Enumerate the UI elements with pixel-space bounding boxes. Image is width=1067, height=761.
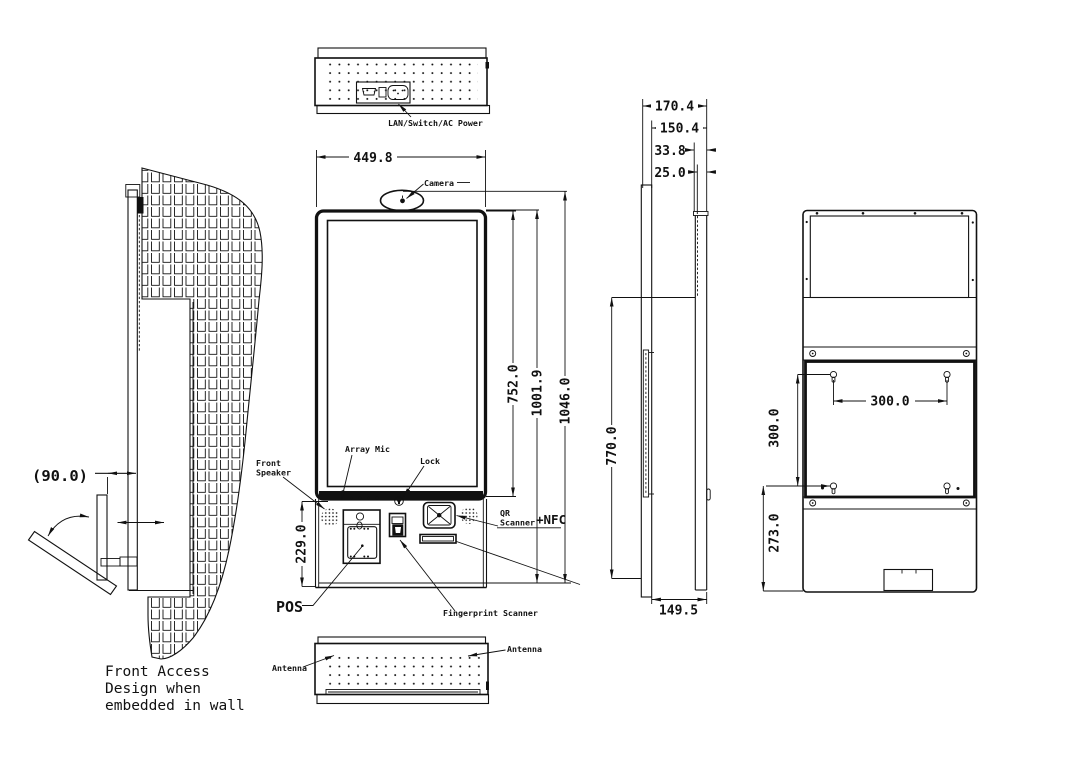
io-panel [355,81,411,104]
wall-section-view: (90.0) Front Access Design when embedded… [27,167,263,714]
camera-icon [400,198,405,204]
display-area [326,219,478,488]
speaker-grille-right-icon [460,507,478,524]
fingerprint-label: Fingerprint Scanner [443,608,538,618]
speaker-grille-left-icon [321,508,339,527]
array-mic-icon [350,496,379,500]
card-slot-icon [419,533,457,544]
swing-arrow-icon [47,513,90,537]
total-height-dim: 1046.0 [559,377,574,424]
qr-scanner-icon [422,501,456,529]
back-inner-dim: 25.0 [654,166,685,181]
door-swing-dim-text: (90.0) [32,467,88,485]
depth-total-dim: 170.4 [655,100,694,115]
mount-height-dim: 770.0 [605,426,620,465]
lan-connector-icon [361,88,377,96]
array-mic-label: Array Mic [345,444,390,454]
fingerprint-scanner-icon [388,512,407,538]
antenna-label-right: Antenna [507,644,542,654]
side-view: 170.4 150.4 33.8 25.0 770.0 [604,98,716,619]
pos-terminal [342,509,381,565]
back-box-dim: 33.8 [654,144,685,159]
caption-line-3: embedded in wall [105,698,245,714]
front-width-dim: 449.8 [353,151,392,166]
front-speaker-label-2: Speaker [256,468,291,478]
rear-bottom-cutout [883,568,934,592]
vesa-keyhole-icon [829,370,951,495]
screen-height-dim: 752.0 [507,364,522,403]
nfc-label: +NFC [536,512,566,527]
rear-view: 300.0 300.0 273.0 [761,209,978,593]
bottom-offset-dim: 273.0 [768,513,783,552]
screw-icon [809,350,970,507]
body-height-dim: 1001.9 [531,370,546,417]
front-access-door [27,494,165,596]
console-height-dim: 229.0 [295,524,310,563]
door-swing-dimension: (90.0) [32,467,137,494]
screen-bezel [314,209,488,501]
vesa-width-dim: 300.0 [870,395,909,410]
bottom-view: Antenna Antenna [272,636,542,705]
qr-label-1: QR [500,508,510,518]
bottom-perforation [324,650,480,688]
top-view: LAN/Switch/AC Power [314,47,491,128]
caption-line-1: Front Access [105,664,210,680]
door-swung-open [27,530,118,596]
front-speaker-label-1: Front [256,458,281,468]
wall-caption: Front Access Design when embedded in wal… [105,664,245,714]
wall-hatch-area [141,167,263,660]
camera-label: Camera [424,178,454,188]
vesa-mount-plate [804,360,976,499]
front-view: 449.8 Camera 752.0 1001.9 1046.0 [256,149,581,618]
ac-inlet-icon [387,85,409,100]
ports-label: LAN/Switch/AC Power [388,118,483,128]
base-depth-dim: 149.5 [659,604,698,619]
depth-body-dim: 150.4 [660,122,699,137]
console-body [314,499,488,589]
power-switch-icon [378,87,387,98]
vesa-height-dim: 300.0 [768,408,783,447]
lock-icon [394,496,404,506]
side-profile [611,184,711,598]
pos-label: POS [276,598,303,616]
antenna-label-left: Antenna [272,663,307,673]
qr-label-2: Scanner [500,518,535,528]
embedded-kiosk-profile [125,184,144,591]
caption-line-2: Design when [105,681,201,697]
lock-label: Lock [420,456,440,466]
